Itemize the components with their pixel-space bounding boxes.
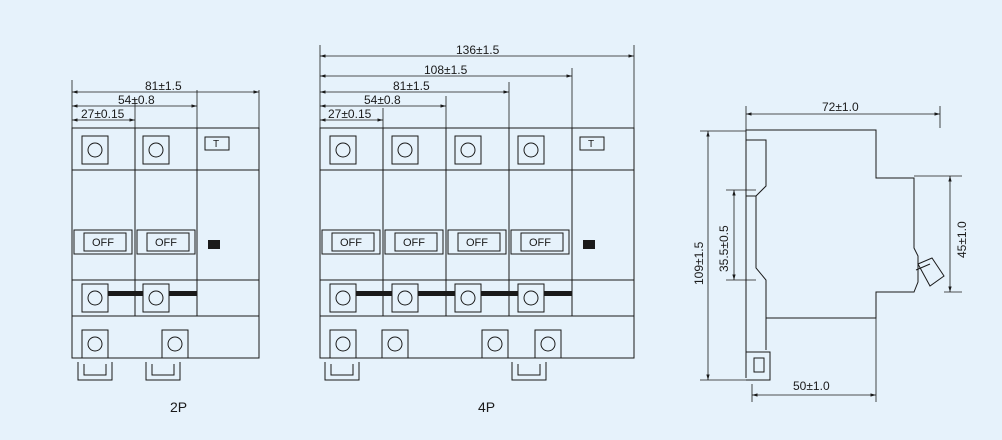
test-button-label: T (213, 139, 219, 150)
breaker-2p: 81±1.5 54±0.8 27±0.15 T OFF OFF (71, 79, 260, 415)
dim-label-108: 108±1.5 (424, 63, 468, 77)
dim-label-54: 54±0.8 (118, 93, 155, 107)
caption-4p: 4P (478, 399, 495, 415)
indicator-window-4p (583, 240, 595, 249)
dim-label-81-4p: 81±1.5 (393, 79, 430, 93)
switch-label-4p-2: OFF (403, 237, 425, 249)
dim-label-109: 109±1.5 (692, 241, 706, 285)
switch-label-2p-1: OFF (92, 237, 114, 249)
caption-2p: 2P (170, 399, 187, 415)
dim-label-81: 81±1.5 (145, 79, 182, 93)
switch-label-4p-3: OFF (466, 237, 488, 249)
test-button-label-4p: T (588, 139, 594, 150)
switch-label-2p-2: OFF (155, 237, 177, 249)
switch-label-4p-1: OFF (340, 237, 362, 249)
dim-label-27-4p: 27±0.15 (328, 107, 372, 121)
switch-label-4p-4: OFF (529, 237, 551, 249)
dim-label-45: 45±1.0 (955, 221, 969, 258)
breaker-4p: 136±1.5 108±1.5 81±1.5 54±0.8 27±0.15 T … (319, 43, 635, 415)
breaker-side-view: 72±1.0 109±1.5 35.5±0.5 45±1.0 50±1.0 (692, 100, 969, 402)
dim-label-54-4p: 54±0.8 (364, 93, 401, 107)
indicator-window (208, 240, 220, 249)
dim-label-35-5: 35.5±0.5 (717, 225, 731, 272)
test-button (204, 136, 230, 151)
dim-label-136: 136±1.5 (456, 43, 500, 57)
dim-label-72: 72±1.0 (822, 100, 859, 114)
dim-label-27: 27±0.15 (81, 107, 125, 121)
dim-label-50: 50±1.0 (793, 379, 830, 393)
test-button-4p (579, 136, 605, 151)
